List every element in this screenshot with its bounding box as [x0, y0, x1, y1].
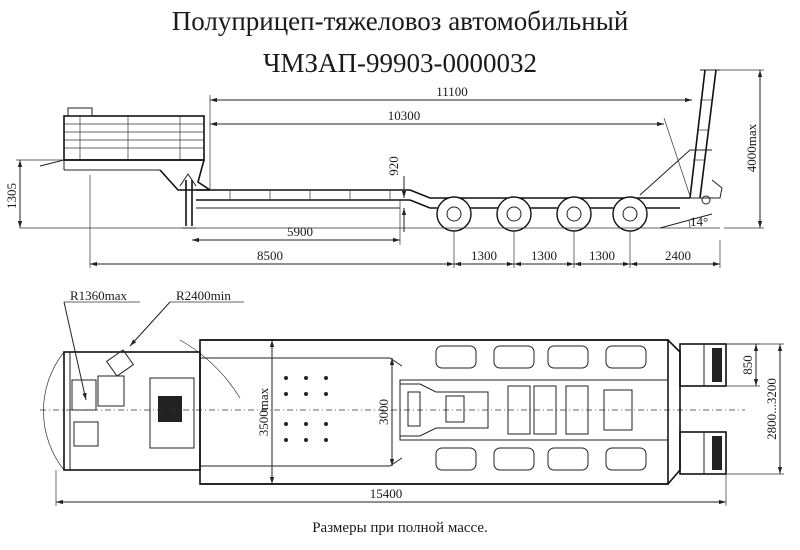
side-view: 11100 10300 920 4000max 1305 5900 8500 1… [4, 69, 764, 268]
wheel-3 [556, 196, 592, 232]
footnote: Размеры при полной массе. [312, 520, 488, 536]
dim-rear-overhang: 2400 [665, 248, 691, 263]
dim-kingpin-to-axle: 8500 [257, 248, 283, 263]
main-deck-top [199, 339, 681, 485]
wheel-4 [612, 196, 648, 232]
title-line-1: Полуприцеп-тяжеловоз автомобильный [172, 6, 629, 36]
rear-ramps-top [679, 343, 727, 475]
main-deck [196, 189, 690, 209]
wheel-2 [496, 196, 532, 232]
gooseneck [39, 107, 211, 229]
dim-overall-length-top: 15400 [370, 486, 403, 501]
dim-front-section: 5900 [287, 224, 313, 239]
top-view: R1360max R2400min [40, 288, 784, 506]
dim-deck-height: 920 [386, 156, 401, 176]
dim-ramp-width: 850 [740, 355, 755, 375]
dim-fifth-wheel-height: 1305 [4, 183, 19, 209]
side-wheels [436, 196, 648, 232]
dim-height-max: 4000max [744, 123, 759, 172]
dim-axle-spacing-2: 1300 [531, 248, 557, 263]
dim-axle-spacing-3: 1300 [589, 248, 615, 263]
dim-ramp-spread: 2800...3200 [764, 378, 779, 440]
dim-width-max: 3500max [256, 387, 271, 436]
dim-front-radius: R1360max [70, 288, 128, 303]
deck-bolts [284, 376, 328, 442]
dim-ramp-angle: 14° [690, 214, 708, 229]
dim-deck-length: 10300 [388, 108, 421, 123]
top-wheels [435, 345, 647, 471]
wheel-1 [436, 196, 472, 232]
dim-overall-length-side: 11100 [436, 84, 468, 99]
dim-axle-spacing-1: 1300 [471, 248, 497, 263]
title-line-2: ЧМЗАП-99903-0000032 [263, 48, 537, 78]
rear-ramp [639, 69, 723, 205]
dim-swing-radius: R2400min [176, 288, 231, 303]
dim-deck-width: 3000 [376, 399, 391, 425]
